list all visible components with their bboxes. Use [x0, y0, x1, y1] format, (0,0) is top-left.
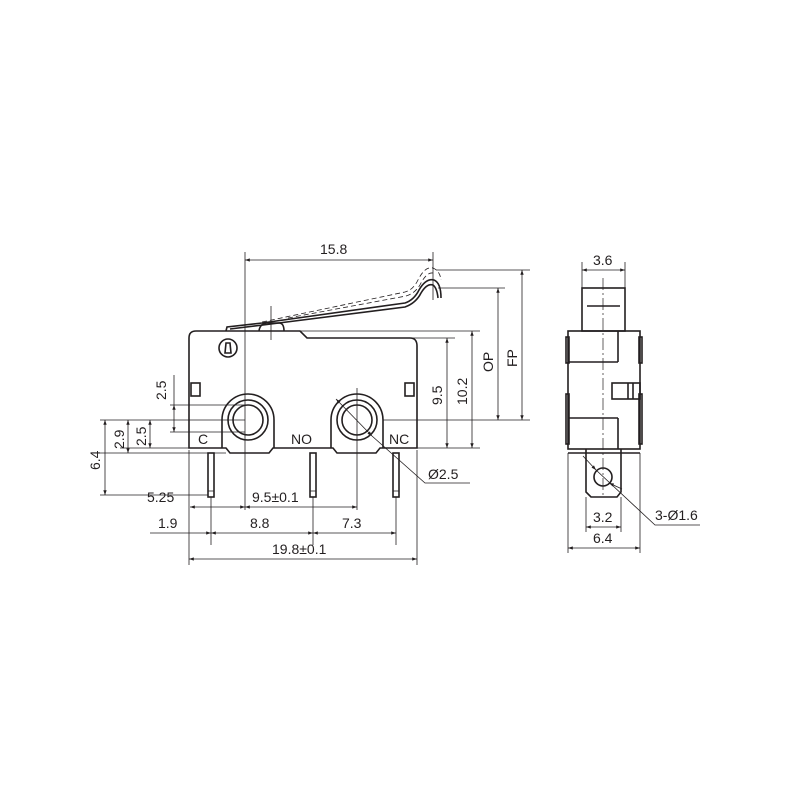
dim-1-9: 1.9 [158, 515, 178, 531]
dim-body-width: 6.4 [593, 530, 613, 546]
dim-fp: FP [504, 349, 520, 367]
dim-body-height: 9.5 [429, 385, 445, 405]
dim-terminal-hole: 3-Ø1.6 [655, 507, 698, 523]
label-c: C [198, 431, 208, 447]
lever-free-position [261, 267, 442, 323]
dim-hole-diameter: Ø2.5 [428, 466, 459, 482]
side-body [567, 330, 641, 450]
dim-hole-pitch: 9.5±0.1 [252, 489, 299, 505]
label-nc: NC [389, 431, 409, 447]
terminal-hole [593, 467, 613, 487]
pin-no [309, 452, 317, 498]
front-view: C NO NC 15.8 2.5 2.9 2.5 6.4 [87, 241, 530, 565]
pin-c [207, 452, 215, 498]
dim-7-3: 7.3 [342, 515, 362, 531]
dim-op: OP [480, 352, 496, 372]
dim-body-height-total: 10.2 [454, 378, 470, 405]
dim-hole-offset: 2.5 [153, 380, 169, 400]
dim-lever-length: 15.8 [320, 241, 347, 257]
dim-2-9: 2.9 [111, 429, 127, 449]
dim-plunger-width: 3.6 [593, 252, 613, 268]
terminal [585, 449, 622, 498]
dim-body-length: 19.8±0.1 [272, 541, 327, 557]
dim-8-8: 8.8 [250, 515, 270, 531]
dim-5-25: 5.25 [147, 489, 174, 505]
dim-pin-length: 6.4 [87, 450, 103, 470]
side-view: 3.6 3.2 6.4 3-Ø1.6 [565, 252, 700, 553]
plunger [581, 287, 626, 332]
lever-arm [225, 278, 442, 332]
actuator-button [258, 322, 285, 332]
mount-mark [218, 338, 238, 358]
dim-terminal-width: 3.2 [593, 509, 613, 525]
dim-2-5: 2.5 [133, 426, 149, 446]
label-no: NO [291, 431, 312, 447]
